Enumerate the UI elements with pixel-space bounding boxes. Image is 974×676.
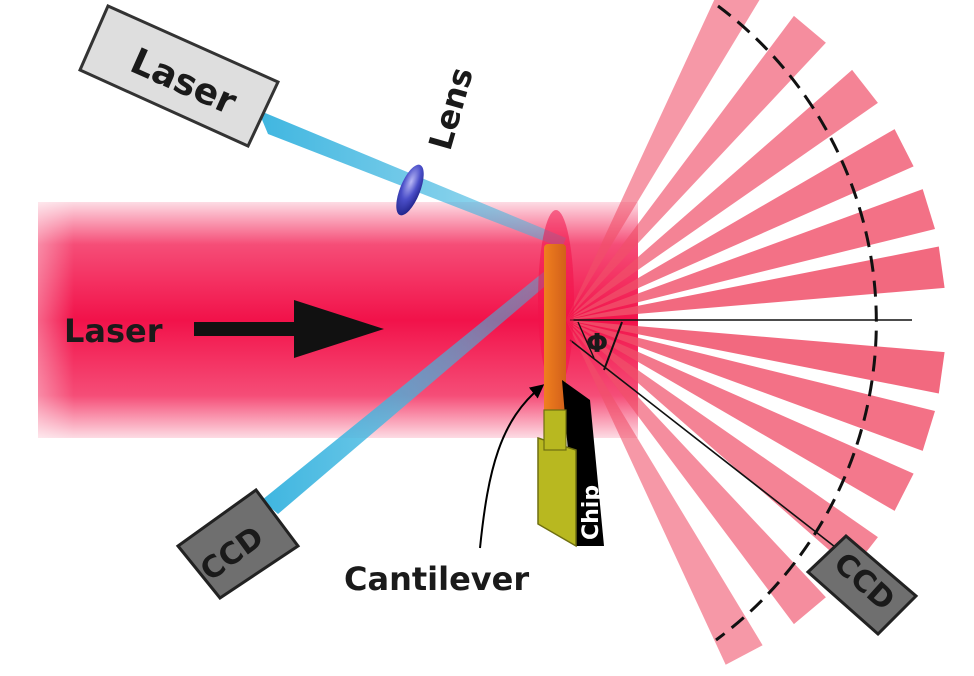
angle-arc bbox=[577, 321, 595, 359]
scatter-ray bbox=[566, 320, 914, 511]
scatter-ray bbox=[566, 69, 878, 321]
scatter-ray bbox=[566, 320, 878, 571]
detector-axis-line bbox=[569, 339, 863, 569]
scatter-ray bbox=[566, 320, 945, 394]
chip: Chip bbox=[537, 380, 604, 548]
lens-label: Lens bbox=[421, 63, 481, 154]
angle-label: Φ bbox=[586, 329, 608, 359]
laser-beam-label: Laser bbox=[64, 312, 163, 350]
beam-direction-arrow bbox=[194, 300, 384, 358]
cantilever-label: Cantilever bbox=[344, 560, 529, 598]
angle-marker bbox=[603, 321, 623, 371]
detection-arc bbox=[715, 4, 878, 642]
scatter-ray bbox=[566, 129, 914, 320]
ccd-left-device: CCD bbox=[175, 487, 301, 601]
reflected-probe-beam bbox=[262, 262, 564, 514]
scatter-ray bbox=[566, 246, 945, 320]
chip-label: Chip bbox=[579, 485, 604, 540]
scatter-ray bbox=[566, 320, 763, 665]
cantilever-pointer bbox=[479, 384, 545, 549]
laser-source-device: Laser bbox=[78, 4, 281, 148]
scatter-ray bbox=[566, 320, 935, 451]
scattered-light-fan bbox=[566, 0, 945, 665]
ccd-right-device: CCD bbox=[805, 533, 919, 637]
scatter-ray bbox=[566, 189, 935, 320]
scatter-ray bbox=[566, 0, 760, 320]
scatter-ray bbox=[566, 320, 826, 625]
cantilever bbox=[538, 210, 574, 430]
scatter-ray bbox=[566, 15, 826, 321]
